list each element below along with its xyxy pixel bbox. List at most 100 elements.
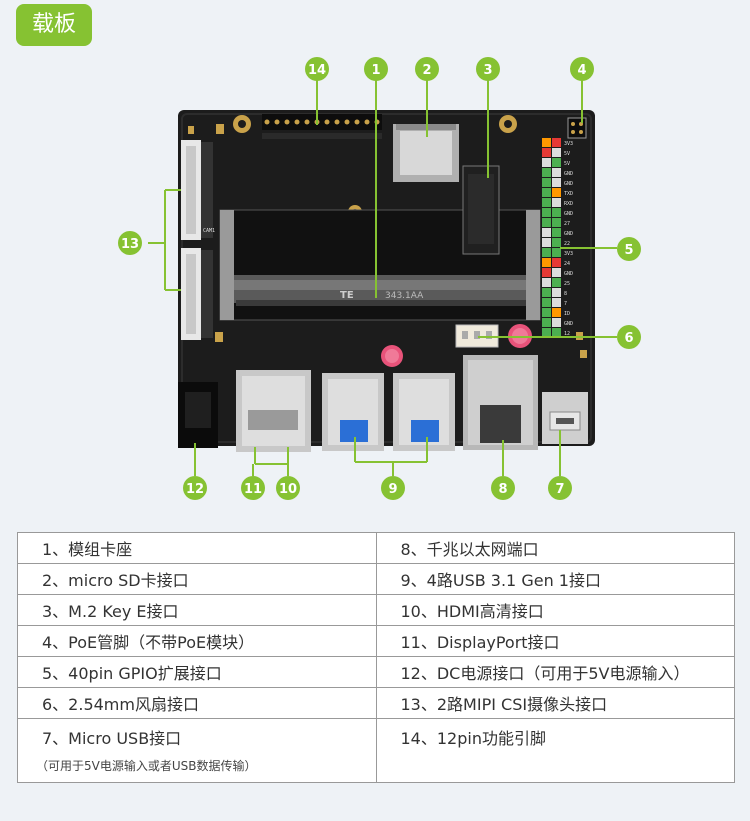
gpio-pin-label: GND xyxy=(564,181,573,187)
gpio-pin xyxy=(552,218,561,227)
table-row: 7、Micro USB接口 （可用于5V电源输入或者USB数据传输） 14、12… xyxy=(17,718,735,783)
section-tag: 载板 xyxy=(16,4,92,46)
mipi-csi-connector xyxy=(181,140,213,240)
capacitor xyxy=(381,345,403,367)
ethernet-port xyxy=(463,355,538,450)
table-row: 1、模组卡座 8、千兆以太网端口 xyxy=(17,532,735,564)
table-row: 3、M.2 Key E接口 10、HDMI高清接口 xyxy=(17,594,735,626)
legend-item: 3、M.2 Key E接口 xyxy=(17,594,377,626)
callout-badge: 2 xyxy=(415,57,439,81)
gpio-pin xyxy=(542,258,551,267)
gpio-pin-label: ID xyxy=(564,311,570,317)
callout-badge: 7 xyxy=(548,476,572,500)
gpio-pin-label: 7 xyxy=(564,301,567,307)
gpio-pin xyxy=(552,308,561,317)
header-pin xyxy=(294,119,300,125)
gpio-pin xyxy=(552,288,561,297)
svg-text:6: 6 xyxy=(624,331,633,346)
callout-badge: 14 xyxy=(305,57,329,81)
table-row: 5、40pin GPIO扩展接口 12、DC电源接口（可用于5V电源输入） xyxy=(17,656,735,688)
svg-text:1: 1 xyxy=(371,63,380,78)
gpio-pin-label: 3V3 xyxy=(564,141,573,147)
legend-item: 14、12pin功能引脚 xyxy=(375,718,735,783)
gpio-pin xyxy=(542,218,551,227)
usb-port xyxy=(393,373,455,451)
gpio-pin xyxy=(542,158,551,167)
poe-pins xyxy=(567,117,587,139)
gpio-pin xyxy=(552,258,561,267)
svg-text:7: 7 xyxy=(555,482,564,497)
header-pin xyxy=(344,119,350,125)
gpio-pin-label: GND xyxy=(564,211,573,217)
gpio-pin xyxy=(552,188,561,197)
legend-item-label: 7、Micro USB接口 xyxy=(42,729,182,748)
legend-item: 6、2.54mm风扇接口 xyxy=(17,687,377,719)
gpio-pin-label: 5V xyxy=(564,151,570,157)
legend-item: 11、DisplayPort接口 xyxy=(375,625,735,657)
gpio-pin xyxy=(542,268,551,277)
header-pin xyxy=(354,119,360,125)
module-slot-mark: TE xyxy=(340,290,354,301)
gpio-pin xyxy=(552,208,561,217)
fan-connector xyxy=(455,324,499,348)
header-pin xyxy=(264,119,270,125)
header-pin xyxy=(284,119,290,125)
header-pin xyxy=(324,119,330,125)
svg-text:4: 4 xyxy=(577,63,586,78)
svg-text:13: 13 xyxy=(121,237,139,252)
mounting-hole xyxy=(233,115,251,133)
svg-text:5: 5 xyxy=(624,243,633,258)
legend-item: 13、2路MIPI CSI摄像头接口 xyxy=(375,687,735,719)
gpio-pin-label: 3V3 xyxy=(564,251,573,257)
hdmi-displayport-stack xyxy=(236,370,311,452)
leader-lines xyxy=(148,80,617,476)
gpio-pin-label: 24 xyxy=(564,261,570,267)
gpio-pin-label: GND xyxy=(564,231,573,237)
gpio-pin-label: TXD xyxy=(564,191,573,197)
gpio-pin xyxy=(552,138,561,147)
legend-item: 2、micro SD卡接口 xyxy=(17,563,377,595)
legend-table: 1、模组卡座 8、千兆以太网端口 2、micro SD卡接口 9、4路USB 3… xyxy=(17,532,735,783)
table-row: 6、2.54mm风扇接口 13、2路MIPI CSI摄像头接口 xyxy=(17,687,735,719)
gpio-pin-label: RXD xyxy=(564,201,573,207)
svg-text:3: 3 xyxy=(483,63,492,78)
legend-item: 5、40pin GPIO扩展接口 xyxy=(17,656,377,688)
gpio-pin-label: 25 xyxy=(564,281,570,287)
header-pin xyxy=(334,119,340,125)
gpio-pin xyxy=(542,288,551,297)
gpio-pin xyxy=(542,238,551,247)
usb-port xyxy=(322,373,384,451)
callout-badge: 8 xyxy=(491,476,515,500)
legend-item: 4、PoE管脚（不带PoE模块） xyxy=(17,625,377,657)
gpio-pin xyxy=(542,298,551,307)
gpio-pin-label: GND xyxy=(564,171,573,177)
gpio-pin xyxy=(552,328,561,337)
gpio-pin xyxy=(542,178,551,187)
m2-key-e-slot xyxy=(462,165,500,255)
svg-text:10: 10 xyxy=(279,482,297,497)
gpio-pin-label: 22 xyxy=(564,241,570,247)
gpio-pin xyxy=(542,148,551,157)
table-row: 2、micro SD卡接口 9、4路USB 3.1 Gen 1接口 xyxy=(17,563,735,595)
gpio-pin xyxy=(552,248,561,257)
legend-item-note: （可用于5V电源输入或者USB数据传输） xyxy=(36,759,257,773)
gpio-pin xyxy=(542,248,551,257)
svg-text:12: 12 xyxy=(186,482,204,497)
micro-usb-port xyxy=(542,392,588,444)
module-slot-code: 343.1AA xyxy=(385,291,424,301)
gpio-pin xyxy=(552,268,561,277)
gpio-header: 3V35V5VGNDGNDTXDRXDGND27GND223V324GND258… xyxy=(542,138,573,337)
callout-badge: 12 xyxy=(183,476,207,500)
svg-text:2: 2 xyxy=(422,63,431,78)
legend-item: 8、千兆以太网端口 xyxy=(375,532,735,564)
gpio-pin-label: 12 xyxy=(564,331,570,337)
callout-badge: 13 xyxy=(118,231,142,255)
callout-badge: 1 xyxy=(364,57,388,81)
gpio-pin-label: GND xyxy=(564,321,573,327)
carrier-board-diagram: CAM1 TE 343.1AA 3V35V5VGNDGNDTXDRXDGND27… xyxy=(118,57,641,500)
callout-badge: 9 xyxy=(381,476,405,500)
header-pin xyxy=(274,119,280,125)
gpio-pin xyxy=(552,228,561,237)
12pin-header xyxy=(262,114,382,139)
gpio-pin xyxy=(552,158,561,167)
